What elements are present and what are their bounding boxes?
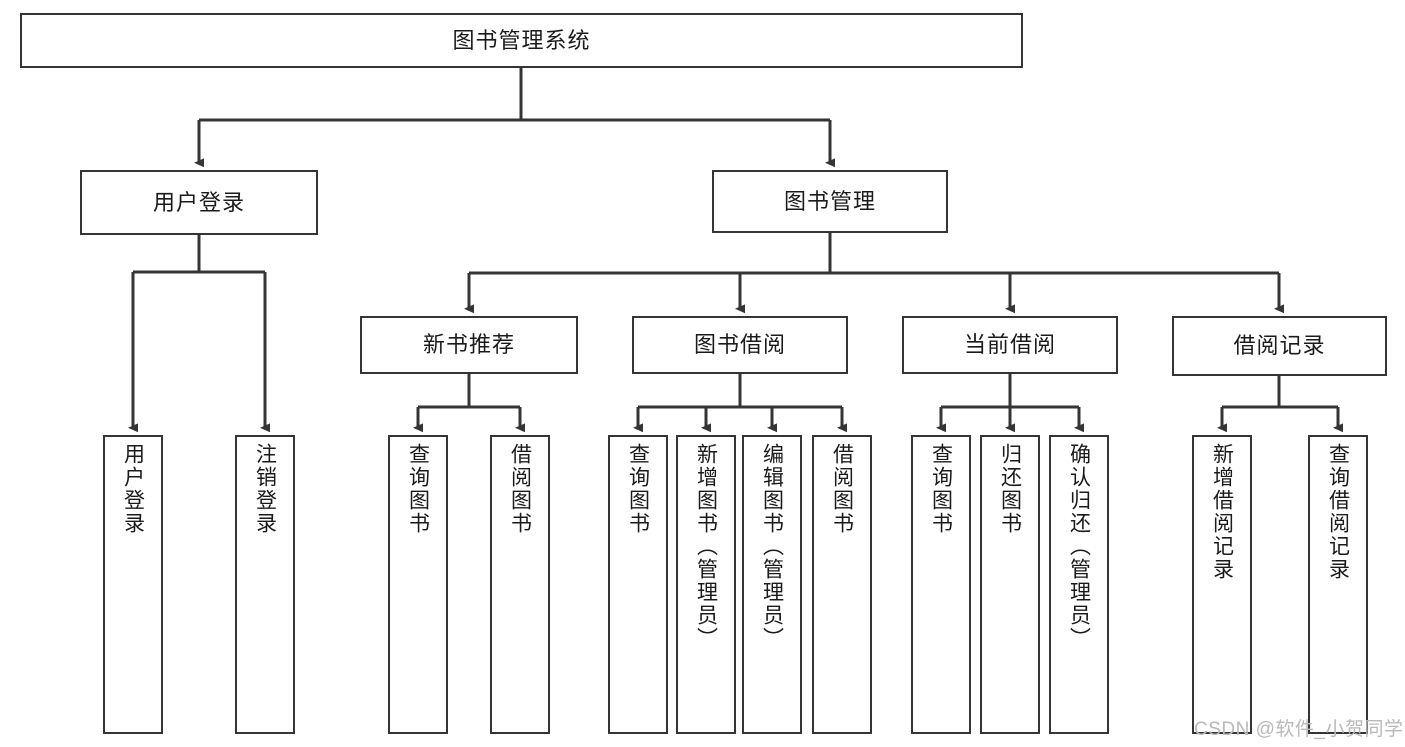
node-leaf-borrow-book-1[interactable]: 借阅图书 — [490, 435, 550, 734]
node-new-book-recommend[interactable]: 新书推荐 — [360, 316, 578, 374]
node-leaf-user-login-label: 用户登录 — [121, 443, 145, 535]
node-leaf-query-book-1[interactable]: 查询图书 — [388, 435, 448, 734]
node-leaf-borrow-book-1-label: 借阅图书 — [508, 443, 532, 535]
node-leaf-confirm-return[interactable]: 确认归还（管理员） — [1049, 435, 1109, 734]
node-current-borrow-label: 当前借阅 — [963, 332, 1056, 358]
node-leaf-borrow-book-2[interactable]: 借阅图书 — [812, 435, 872, 734]
node-book-borrow-label: 图书借阅 — [693, 332, 786, 358]
node-leaf-add-book[interactable]: 新增图书（管理员） — [676, 435, 736, 734]
node-leaf-query-record[interactable]: 查询借阅记录 — [1308, 435, 1368, 734]
node-current-borrow[interactable]: 当前借阅 — [902, 316, 1118, 374]
node-leaf-edit-book[interactable]: 编辑图书（管理员） — [742, 435, 802, 734]
node-root[interactable]: 图书管理系统 — [20, 13, 1023, 68]
node-leaf-return-book-label: 归还图书 — [998, 443, 1022, 535]
node-leaf-add-record[interactable]: 新增借阅记录 — [1192, 435, 1252, 734]
node-root-label: 图书管理系统 — [452, 27, 591, 53]
node-user-login[interactable]: 用户登录 — [80, 170, 318, 235]
node-leaf-user-logout[interactable]: 注销登录 — [235, 435, 295, 734]
node-leaf-user-login[interactable]: 用户登录 — [103, 435, 163, 734]
node-leaf-query-book-1-label: 查询图书 — [406, 443, 430, 535]
node-borrow-record-label: 借阅记录 — [1233, 333, 1326, 359]
node-leaf-query-book-3-label: 查询图书 — [929, 443, 953, 535]
node-leaf-query-record-label: 查询借阅记录 — [1326, 443, 1350, 581]
node-new-book-recommend-label: 新书推荐 — [422, 332, 515, 358]
node-leaf-user-logout-label: 注销登录 — [253, 443, 277, 535]
node-leaf-confirm-return-label: 确认归还（管理员） — [1067, 443, 1091, 650]
node-book-management-label: 图书管理 — [783, 188, 876, 214]
node-leaf-add-record-label: 新增借阅记录 — [1210, 443, 1234, 581]
node-leaf-query-book-2[interactable]: 查询图书 — [608, 435, 668, 734]
node-leaf-edit-book-label: 编辑图书（管理员） — [760, 443, 784, 650]
node-book-management[interactable]: 图书管理 — [712, 170, 948, 233]
node-leaf-return-book[interactable]: 归还图书 — [980, 435, 1040, 734]
node-user-login-label: 用户登录 — [152, 189, 245, 215]
csdn-watermark: CSDN @软件_小贺同学 — [1194, 719, 1404, 740]
node-leaf-query-book-2-label: 查询图书 — [626, 443, 650, 535]
node-leaf-borrow-book-2-label: 借阅图书 — [830, 443, 854, 535]
node-leaf-add-book-label: 新增图书（管理员） — [694, 443, 718, 650]
node-leaf-query-book-3[interactable]: 查询图书 — [911, 435, 971, 734]
node-borrow-record[interactable]: 借阅记录 — [1172, 316, 1387, 376]
node-book-borrow[interactable]: 图书借阅 — [632, 316, 848, 374]
